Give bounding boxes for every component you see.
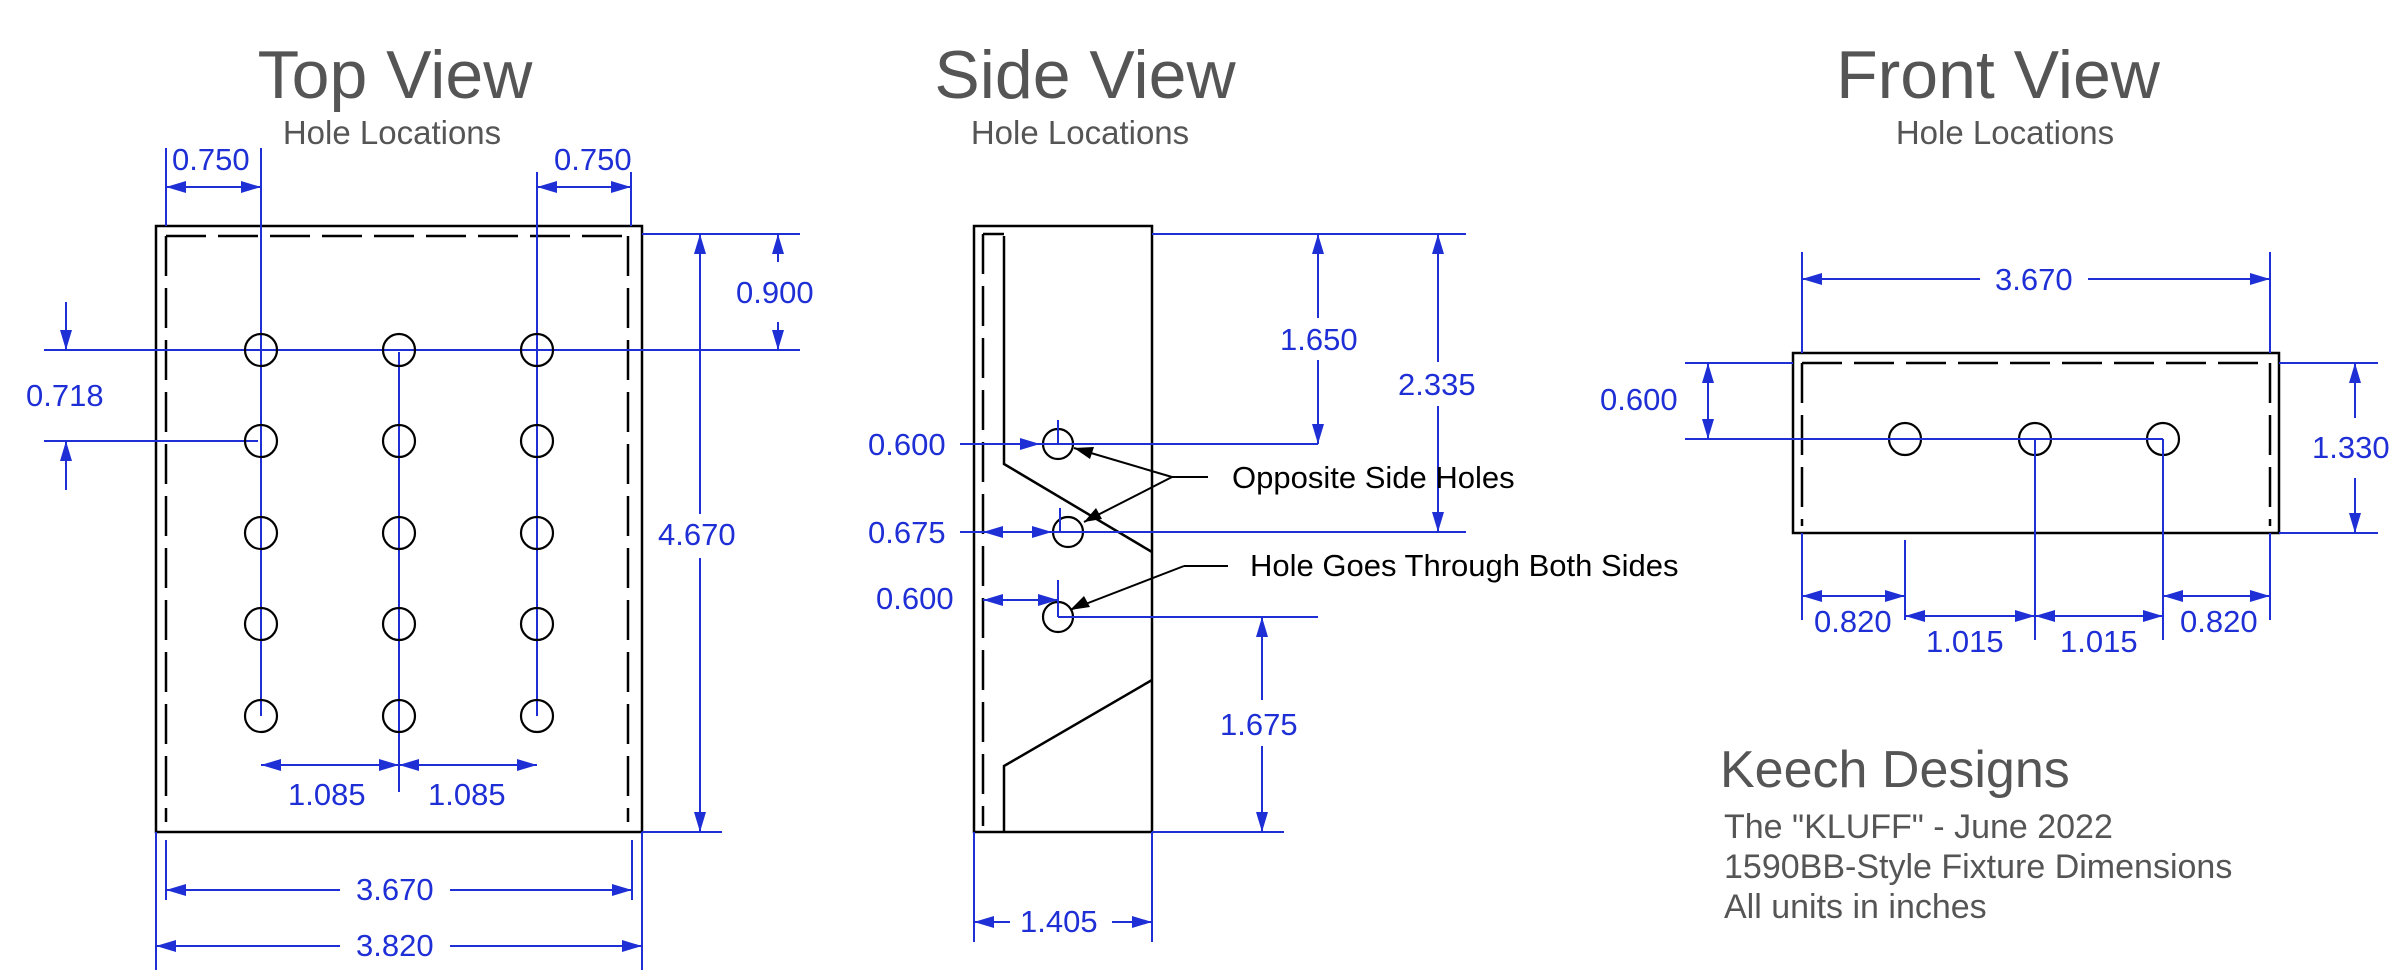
top-view-subtitle: Hole Locations bbox=[283, 114, 501, 151]
dim-top-inner-width: 3.670 bbox=[356, 872, 434, 907]
dim-top-right-edge: 0.750 bbox=[554, 142, 632, 177]
dim-top-outer-width: 3.820 bbox=[356, 928, 434, 963]
hole bbox=[243, 606, 279, 642]
side-profile-lower bbox=[1002, 678, 1153, 832]
front-view: Front View Hole Locations 3.670 0.600 1.… bbox=[1600, 37, 2390, 659]
info-line-3: All units in inches bbox=[1724, 888, 1987, 926]
dim-side-hole3: 0.600 bbox=[876, 581, 954, 616]
hole bbox=[519, 515, 555, 551]
hole bbox=[381, 515, 417, 551]
hole bbox=[381, 332, 417, 368]
dim-side-hole1: 0.600 bbox=[868, 427, 946, 462]
dim-top-col-spacing-1: 1.085 bbox=[288, 777, 366, 812]
top-view: Top View Hole Locations bbox=[26, 37, 814, 970]
callout-through-label: Hole Goes Through Both Sides bbox=[1250, 548, 1679, 583]
dim-front-hole-height: 0.600 bbox=[1600, 382, 1678, 417]
dim-front-width: 3.670 bbox=[1995, 262, 2073, 297]
dim-front-left-edge: 0.820 bbox=[1814, 604, 1892, 639]
front-view-subtitle: Hole Locations bbox=[1896, 114, 2114, 151]
hole bbox=[243, 698, 279, 734]
front-view-title: Front View bbox=[1836, 37, 2161, 113]
hole bbox=[381, 606, 417, 642]
dim-top-col-spacing-2: 1.085 bbox=[428, 777, 506, 812]
hole bbox=[381, 423, 417, 459]
dim-front-spacing-1: 1.015 bbox=[1926, 624, 2004, 659]
hole bbox=[519, 698, 555, 734]
hole bbox=[381, 698, 417, 734]
dim-side-width: 1.405 bbox=[1020, 904, 1098, 939]
side-view-subtitle: Hole Locations bbox=[971, 114, 1189, 151]
callout-opposite-label: Opposite Side Holes bbox=[1232, 460, 1515, 495]
side-view-title: Side View bbox=[934, 37, 1236, 113]
dim-front-right-edge: 0.820 bbox=[2180, 604, 2258, 639]
callout-opposite-side-holes: Opposite Side Holes bbox=[1073, 447, 1515, 523]
dim-top-row-spacing: 0.718 bbox=[26, 378, 104, 413]
top-view-title: Top View bbox=[258, 37, 534, 113]
info-line-2: 1590BB-Style Fixture Dimensions bbox=[1724, 848, 2232, 886]
top-view-outline bbox=[154, 224, 644, 834]
hole bbox=[243, 515, 279, 551]
dim-top-height: 4.670 bbox=[658, 517, 736, 552]
company-name: Keech Designs bbox=[1720, 741, 2070, 799]
dim-front-spacing-2: 1.015 bbox=[2060, 624, 2138, 659]
dim-side-bottom: 1.675 bbox=[1220, 707, 1298, 742]
top-view-holes bbox=[243, 332, 555, 734]
info-line-1: The "KLUFF" - June 2022 bbox=[1724, 808, 2113, 846]
hole bbox=[243, 332, 279, 368]
hole bbox=[243, 423, 279, 459]
dim-side-hole2: 0.675 bbox=[868, 515, 946, 550]
dim-side-upper: 1.650 bbox=[1280, 322, 1358, 357]
top-view-inner-dashed bbox=[164, 234, 630, 822]
side-profile-upper bbox=[1002, 236, 1153, 554]
hole bbox=[519, 606, 555, 642]
side-view: Side View Hole Locations 1.650 2.335 bbox=[868, 37, 1679, 942]
callout-hole-through: Hole Goes Through Both Sides bbox=[1069, 548, 1679, 611]
hole bbox=[519, 332, 555, 368]
hole bbox=[519, 423, 555, 459]
dim-top-row-offset: 0.900 bbox=[736, 275, 814, 310]
side-view-outline bbox=[972, 224, 1154, 834]
info-block: Keech Designs The "KLUFF" - June 2022 15… bbox=[1720, 741, 2232, 926]
dim-top-left-edge: 0.750 bbox=[172, 142, 250, 177]
dim-front-height: 1.330 bbox=[2312, 430, 2390, 465]
dim-side-middle: 2.335 bbox=[1398, 367, 1476, 402]
